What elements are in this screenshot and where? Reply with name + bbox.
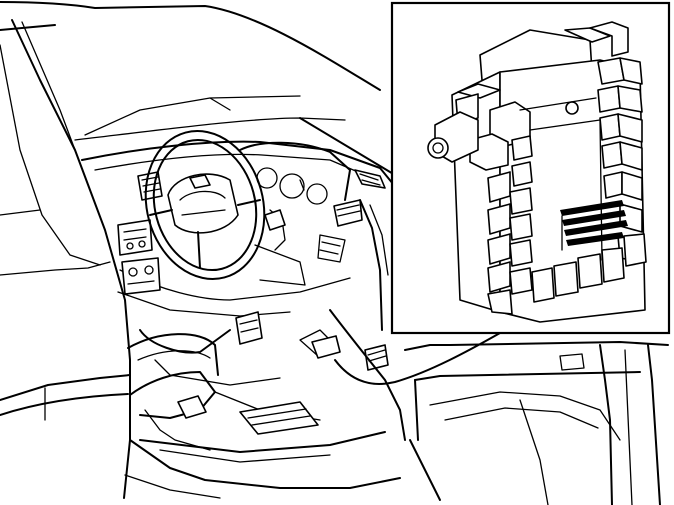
fuse-stack: [560, 200, 628, 251]
steering-wheel: [144, 130, 266, 280]
left-air-vent: [137, 171, 163, 201]
relay-row-bottom: [531, 233, 647, 303]
door-frame: [0, 1, 381, 499]
right-air-vent: [333, 199, 363, 227]
open-door: [124, 199, 669, 505]
callout-leader-line: [334, 332, 501, 385]
dashboard: [81, 140, 399, 317]
fuse-relay-box: [427, 21, 647, 323]
floor-and-seat: [129, 311, 389, 463]
center-console: [117, 219, 161, 295]
relay-column-left: [427, 83, 533, 315]
driver-seat: [127, 333, 219, 376]
windshield-frame: [74, 95, 396, 176]
